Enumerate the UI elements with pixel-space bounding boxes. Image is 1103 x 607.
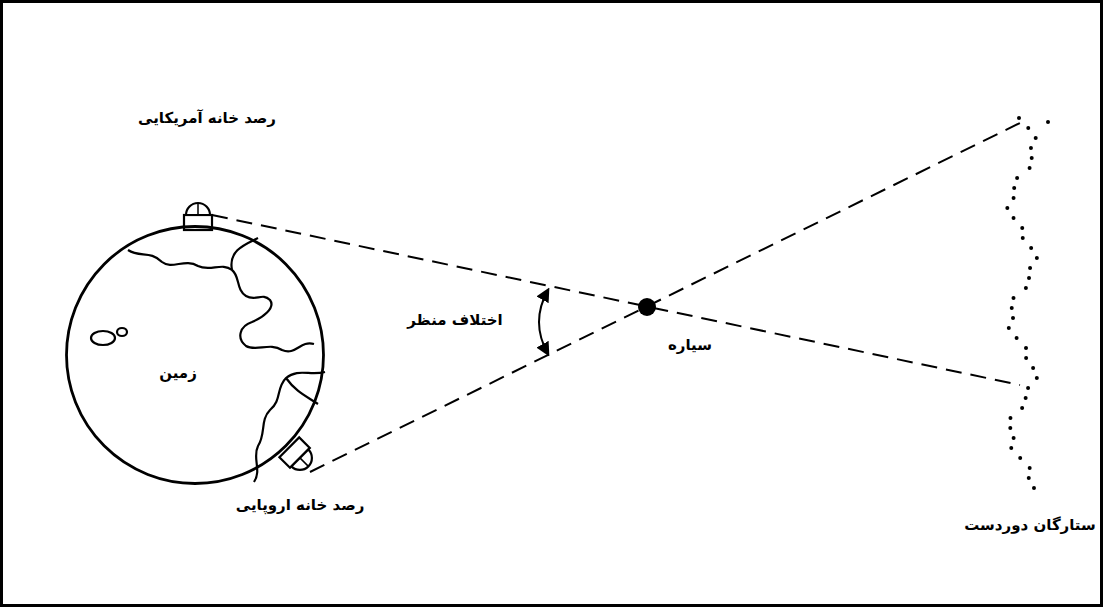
distant-stars xyxy=(1005,116,1050,490)
star-dot xyxy=(1005,206,1009,210)
star-dot xyxy=(1046,120,1050,124)
stars-label: ستارگان دوردست xyxy=(964,516,1096,534)
star-dot xyxy=(1034,136,1038,140)
star-dot xyxy=(1024,356,1028,360)
star-dot xyxy=(1026,126,1030,130)
planet-label: سیاره xyxy=(668,336,712,354)
star-dot xyxy=(1028,266,1032,270)
parallax-label: اختلاف منظر xyxy=(407,311,502,329)
star-dot xyxy=(1030,156,1034,160)
earth-circle: زمین xyxy=(65,225,325,485)
star-dot xyxy=(1007,326,1011,330)
star-dot xyxy=(1015,176,1019,180)
star-dot xyxy=(1035,256,1039,260)
star-dot xyxy=(1026,386,1030,390)
star-dot xyxy=(1028,466,1032,470)
star-dot xyxy=(1008,426,1012,430)
star-dot xyxy=(1008,416,1012,420)
star-dot xyxy=(1032,486,1036,490)
star-dot xyxy=(1035,376,1039,380)
observatory-label: رصد خانه اروپایی xyxy=(236,496,365,514)
star-dot xyxy=(1017,116,1021,120)
star-dot xyxy=(1020,226,1024,230)
star-dot xyxy=(1012,196,1016,200)
earth-border xyxy=(67,227,324,484)
star-dot xyxy=(1009,446,1013,450)
star-dot xyxy=(1015,336,1019,340)
sight-line xyxy=(310,123,1020,472)
parallax-arc xyxy=(539,290,548,354)
star-dot xyxy=(1010,306,1014,310)
star-dot xyxy=(1024,286,1028,290)
star-dot xyxy=(1028,166,1032,170)
star-dot xyxy=(1018,456,1022,460)
star-dot xyxy=(1029,146,1033,150)
star-dot xyxy=(1024,346,1028,350)
star-dot xyxy=(1011,316,1015,320)
star-dot xyxy=(1024,396,1028,400)
star-dot xyxy=(1012,186,1016,190)
continent-outlines xyxy=(91,238,325,482)
star-dot xyxy=(1021,236,1025,240)
star-dot xyxy=(1012,436,1016,440)
star-dot xyxy=(1027,476,1031,480)
star-dot xyxy=(1012,216,1016,220)
star-dot xyxy=(1027,276,1031,280)
star-dot xyxy=(1012,296,1016,300)
observatory-label: رصد خانه آمریکایی xyxy=(138,109,276,127)
sight-line xyxy=(212,215,1020,385)
star-dot xyxy=(1029,246,1033,250)
planet-dot xyxy=(638,298,656,316)
star-dot xyxy=(1031,366,1035,370)
earth-label: زمین xyxy=(159,364,197,382)
star-dot xyxy=(1020,406,1024,410)
earth-outline xyxy=(65,225,325,485)
